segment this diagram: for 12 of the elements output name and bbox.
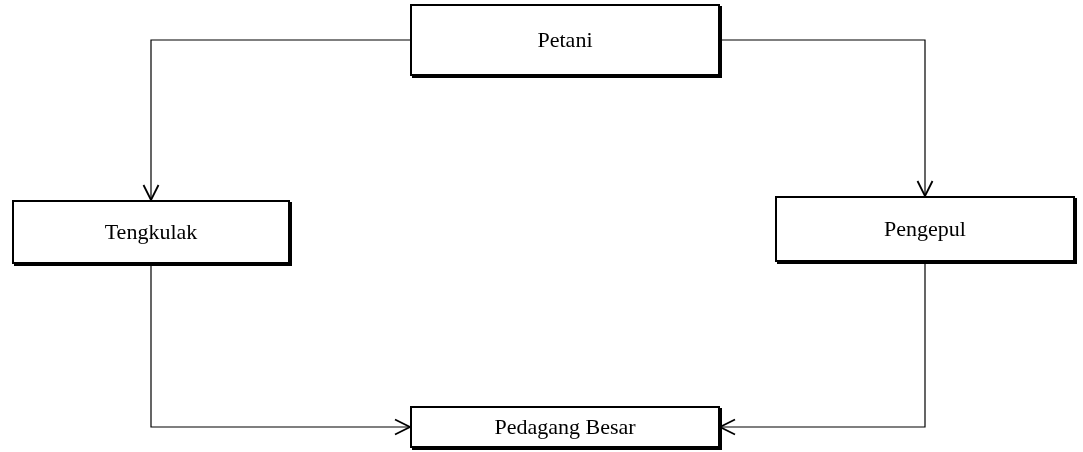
arrow xyxy=(142,39,411,201)
node-label: Pengepul xyxy=(884,216,966,242)
arrow xyxy=(719,39,934,197)
process-box xyxy=(12,200,290,264)
process-box xyxy=(410,4,720,76)
process-box xyxy=(410,406,720,448)
node-label: Tengkulak xyxy=(104,219,198,245)
node-label: Petani xyxy=(537,27,593,53)
arrow xyxy=(719,261,926,436)
node-label: Pedagang Besar xyxy=(494,414,636,440)
arrow xyxy=(150,263,411,436)
process-box xyxy=(775,196,1075,262)
